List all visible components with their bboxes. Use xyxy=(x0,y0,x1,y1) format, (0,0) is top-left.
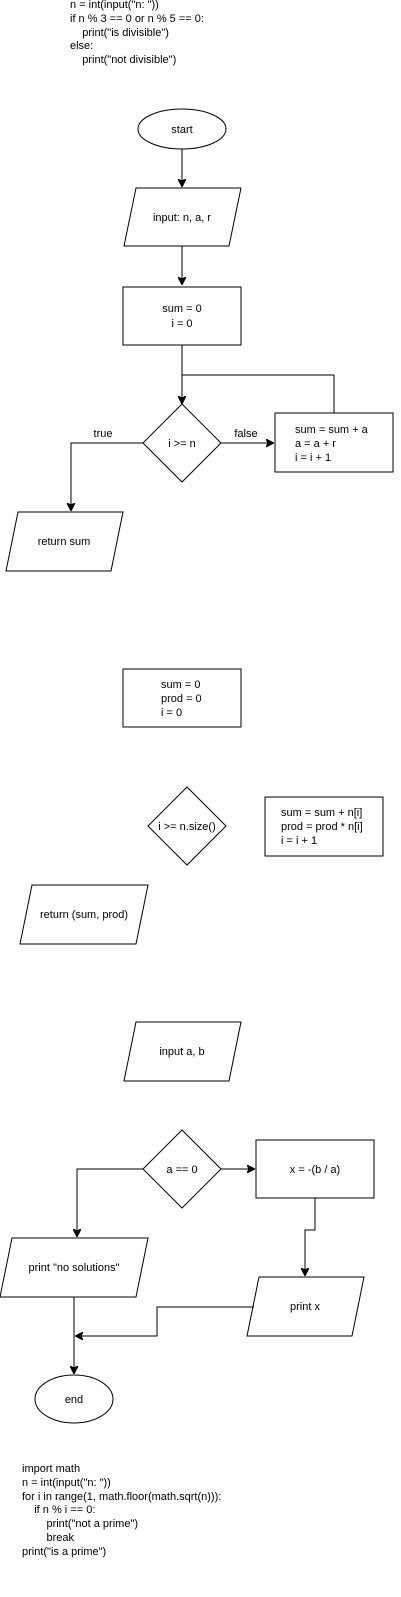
code-snippet-top: n = int(input("n: ")) if n % 3 == 0 or n… xyxy=(70,0,204,68)
no-solution-parallelogram[interactable] xyxy=(0,1237,149,1298)
input-parallelogram[interactable] xyxy=(123,187,242,247)
decision-diamond[interactable] xyxy=(147,786,227,866)
output-parallelogram[interactable] xyxy=(5,511,124,572)
flowchart-arithmetic-sum: start input: n, a, r sum = 0 i = 0 i >= … xyxy=(5,108,394,572)
code-line: if n % i == 0: xyxy=(22,1504,96,1517)
code-line: else: xyxy=(70,40,94,53)
code-line: for i in range(1, math.floor(math.sqrt(n… xyxy=(22,1490,222,1503)
output-label: return sum xyxy=(38,536,91,548)
flowchart-sum-product: sum = 0 prod = 0 i = 0 i >= n.size() sum… xyxy=(19,668,384,945)
init-line: i = 0 xyxy=(161,707,182,719)
code-line: print("not divisible") xyxy=(70,54,177,67)
init-line: prod = 0 xyxy=(161,693,202,705)
code-line: print("is divisible") xyxy=(70,26,169,39)
code-line: print("not a prime") xyxy=(22,1518,139,1531)
decision-label: i >= n xyxy=(168,438,196,450)
edge-cond-to-no-solution xyxy=(77,1168,143,1236)
body-line: a = a + r xyxy=(295,438,336,450)
no-solution-label: print "no solutions" xyxy=(29,1262,120,1274)
init-process[interactable] xyxy=(122,668,242,728)
decision-diamond[interactable] xyxy=(142,403,222,483)
loop-body-process[interactable] xyxy=(264,796,384,857)
body-line: i = i + 1 xyxy=(281,835,317,847)
edge-calc-to-print xyxy=(305,1198,316,1275)
loop-body-process[interactable] xyxy=(274,412,394,473)
init-line: sum = 0 xyxy=(162,303,201,315)
code-snippet-bottom: import math n = int(input("n: ")) for i … xyxy=(22,1463,221,1560)
true-label: true xyxy=(94,428,113,440)
code-line: n = int(input("n: ")) xyxy=(70,0,159,11)
body-line: sum = sum + a xyxy=(295,424,369,436)
print-x-parallelogram[interactable] xyxy=(246,1276,365,1337)
init-process[interactable] xyxy=(122,286,242,346)
start-label: start xyxy=(171,124,192,136)
body-line: sum = sum + n[i] xyxy=(281,807,362,819)
input-label: input a, b xyxy=(159,1046,204,1058)
end-label: end xyxy=(65,1394,83,1406)
edge-true xyxy=(71,442,143,510)
init-line: sum = 0 xyxy=(161,679,200,691)
code-line: if n % 3 == 0 or n % 5 == 0: xyxy=(70,12,204,25)
input-parallelogram[interactable] xyxy=(123,1021,242,1082)
output-parallelogram[interactable] xyxy=(19,884,149,945)
body-line: i = i + 1 xyxy=(295,452,331,464)
code-line: print("is a prime") xyxy=(22,1545,107,1558)
output-label: return (sum, prod) xyxy=(40,909,128,921)
decision-label: a == 0 xyxy=(166,1164,197,1176)
decision-label: i >= n.size() xyxy=(158,821,215,833)
body-line: prod = prod * n[i] xyxy=(281,821,363,833)
init-line: i = 0 xyxy=(171,318,192,330)
code-line: break xyxy=(22,1531,74,1544)
flowchart-linear-equation: input a, b a == 0 x = -(b / a) print "no… xyxy=(0,1021,375,1424)
end-terminal[interactable] xyxy=(34,1374,114,1424)
code-line: import math xyxy=(22,1463,81,1475)
code-line: n = int(input("n: ")) xyxy=(22,1476,111,1489)
print-x-label: print x xyxy=(290,1301,320,1313)
input-label: input: n, a, r xyxy=(153,212,211,224)
edge-loop-back xyxy=(182,374,335,413)
decision-diamond[interactable] xyxy=(142,1129,222,1209)
edge-print-x-to-end xyxy=(76,1306,254,1336)
calc-label: x = -(b / a) xyxy=(290,1164,340,1176)
false-label: false xyxy=(234,428,257,440)
